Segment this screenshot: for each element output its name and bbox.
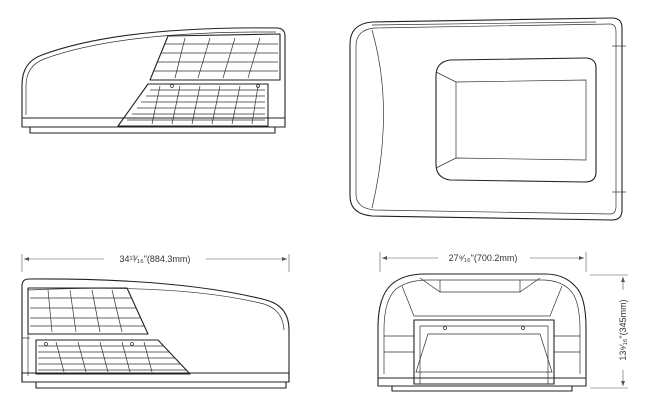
upper-vent-lines <box>153 37 278 79</box>
rear-view-bottom-right: 27⁹⁄₁₆"(700.2mm) 13⁹⁄₁₆"(345mm) <box>377 252 629 392</box>
side-view-top-left <box>21 27 286 134</box>
lower-grille-lines <box>127 85 265 125</box>
top-view-top-right <box>349 17 626 221</box>
height-dimension: 13⁹⁄₁₆"(345mm) <box>618 299 628 360</box>
upper-vent-lines-bottom <box>30 289 144 333</box>
width-dimension: 27⁹⁄₁₆"(700.2mm) <box>449 253 518 263</box>
length-dimension: 34¹³⁄₁₆"(884.3mm) <box>120 254 191 264</box>
side-view-bottom-left: 34¹³⁄₁₆"(884.3mm) <box>21 253 290 389</box>
lower-grille-lines-bottom <box>38 341 186 373</box>
